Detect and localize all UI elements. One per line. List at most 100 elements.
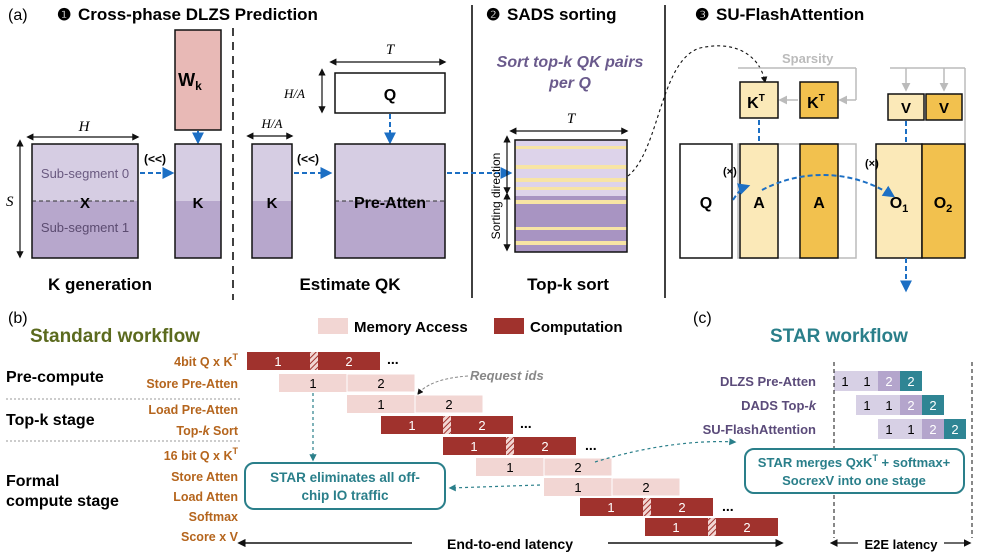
e2e-label-bg: [412, 534, 608, 552]
gantt-r5-hatch: [506, 437, 514, 455]
o1-box: [875, 143, 923, 259]
c-r3-cell3: [922, 419, 944, 439]
sorting-direction-label: Sorting direction: [489, 153, 503, 240]
legend-compute-swatch: [494, 318, 524, 334]
c-r2-cell2: [878, 395, 900, 415]
kt-label-1: KT: [747, 93, 765, 112]
q-block-estimate: [334, 72, 446, 114]
c-r3-cell4: [944, 419, 966, 439]
preatten-bottom: [335, 201, 445, 258]
sort-stripe-3: [515, 178, 627, 182]
sort-text-line2: per Q: [548, 75, 591, 92]
gantt-r5-bar2: [514, 437, 576, 455]
gantt-r1-hatch: [310, 352, 318, 370]
section3-number: ❸: [695, 7, 709, 24]
stage-formal-2: compute stage: [6, 493, 119, 510]
gantt-r2-label1: 1: [309, 376, 316, 391]
step-4bit-qk: 4bit Q x KT: [174, 352, 238, 369]
c-r2-t4: 2: [929, 398, 936, 413]
gantt-r8-label2: 2: [678, 500, 685, 515]
step-topk-sort: Top-k Sort: [176, 424, 238, 438]
star-workflow-title: STAR workflow: [770, 326, 908, 347]
c-r1-cell3: [878, 371, 900, 391]
step-softmax: Softmax: [189, 510, 238, 524]
gantt-r1-label1: 1: [274, 354, 281, 369]
sort-to-kt-connector: [627, 45, 768, 177]
section1-title: Cross-phase DLZS Prediction: [78, 5, 318, 24]
c-e2e-label: E2E latency: [865, 537, 939, 552]
wk-label: Wk: [178, 70, 202, 93]
gantt-r8-hatch: [643, 498, 651, 516]
c-r1-t4: 2: [907, 374, 914, 389]
c-r2-t2: 1: [885, 398, 892, 413]
gantt-r7-bar1: [544, 478, 612, 496]
gantt-r3-label1: 1: [377, 397, 384, 412]
eliminate-pointer-2: [448, 484, 541, 492]
a-label-2: A: [813, 195, 825, 212]
sub-segment-0: Sub-segment 0: [41, 166, 129, 181]
section1-number: ❶: [57, 7, 71, 24]
gantt-r3-bar2: [414, 394, 484, 414]
gantt-r6-label2: 2: [574, 460, 581, 475]
q-label-estimate: Q: [384, 87, 396, 104]
v-label-1: V: [901, 100, 911, 117]
sparsity-label: Sparsity: [782, 51, 834, 66]
star-row-dads: DADS Top-k: [741, 398, 817, 413]
o2-label: O2: [934, 195, 953, 215]
merge-callout: [744, 448, 965, 494]
sort-text-line1: Sort top-k QK pairs: [497, 54, 644, 71]
gantt-r5-label1: 1: [470, 439, 477, 454]
gantt-r1-bar1: [247, 352, 310, 370]
t-label-sort: T: [567, 111, 577, 127]
k-block-1: [174, 143, 222, 259]
sort-stripe-7: [515, 241, 627, 245]
a-box-1: [739, 143, 779, 259]
gantt-r4-hatch: [443, 416, 451, 434]
step-load-atten: Load Atten: [173, 490, 238, 504]
c-r3-t2: 1: [907, 422, 914, 437]
stage-precompute: Pre-compute: [6, 369, 104, 386]
gantt-r4-label1: 1: [408, 418, 415, 433]
sort-stripe-6: [515, 227, 627, 230]
panel-b-label: (b): [8, 310, 28, 327]
panel-c-label: (c): [693, 310, 712, 327]
star-row-su: SU-FlashAttention: [703, 422, 816, 437]
legend-memory-swatch: [318, 318, 348, 334]
q-label-su: Q: [700, 195, 712, 212]
eliminate-line1: STAR eliminates all off-: [270, 470, 420, 485]
o2-box: [921, 143, 966, 259]
c-e2e-label-bg: [858, 535, 944, 551]
gantt-r4-bar2: [451, 416, 513, 434]
mult-label-1: (×): [723, 166, 737, 178]
standard-workflow-title: Standard workflow: [30, 326, 200, 347]
merge-pointer: [594, 438, 737, 463]
gantt-r4-label2: 2: [478, 418, 485, 433]
c-r2-cell1: [856, 395, 878, 415]
a-box-2: [799, 143, 839, 259]
gantt-r9-bar1: [645, 518, 708, 536]
preatten-label: Pre-Atten: [354, 195, 426, 212]
gantt-r6-bar2: [543, 457, 613, 477]
x-label: X: [80, 195, 90, 212]
x-block-top: [32, 144, 138, 201]
gantt-r7-label2: 2: [642, 480, 649, 495]
c-r2-t1: 1: [863, 398, 870, 413]
c-r3-cell1: [878, 419, 900, 439]
sort-block: [514, 139, 628, 253]
c-r3-t1: 1: [885, 422, 892, 437]
eliminate-callout: [244, 462, 446, 510]
k1-bottom: [175, 201, 221, 258]
c-r1-t1: 1: [841, 374, 848, 389]
stage-topk: Top-k stage: [6, 412, 95, 429]
k-generation-caption: K generation: [48, 275, 152, 294]
section2-number: ❷: [486, 7, 500, 24]
gantt-r7-label1: 1: [574, 480, 581, 495]
gantt-r2-label2: 2: [377, 376, 384, 391]
k2-bottom: [252, 201, 292, 258]
a-to-o-arrow: [761, 173, 896, 198]
ha-label-k: H/A: [261, 116, 283, 131]
star-row-dlzs: DLZS Pre-Atten: [720, 374, 816, 389]
c-r2-t3: 2: [907, 398, 914, 413]
panel-a-label: (a): [8, 7, 28, 24]
c-r3-t4: 2: [951, 422, 958, 437]
